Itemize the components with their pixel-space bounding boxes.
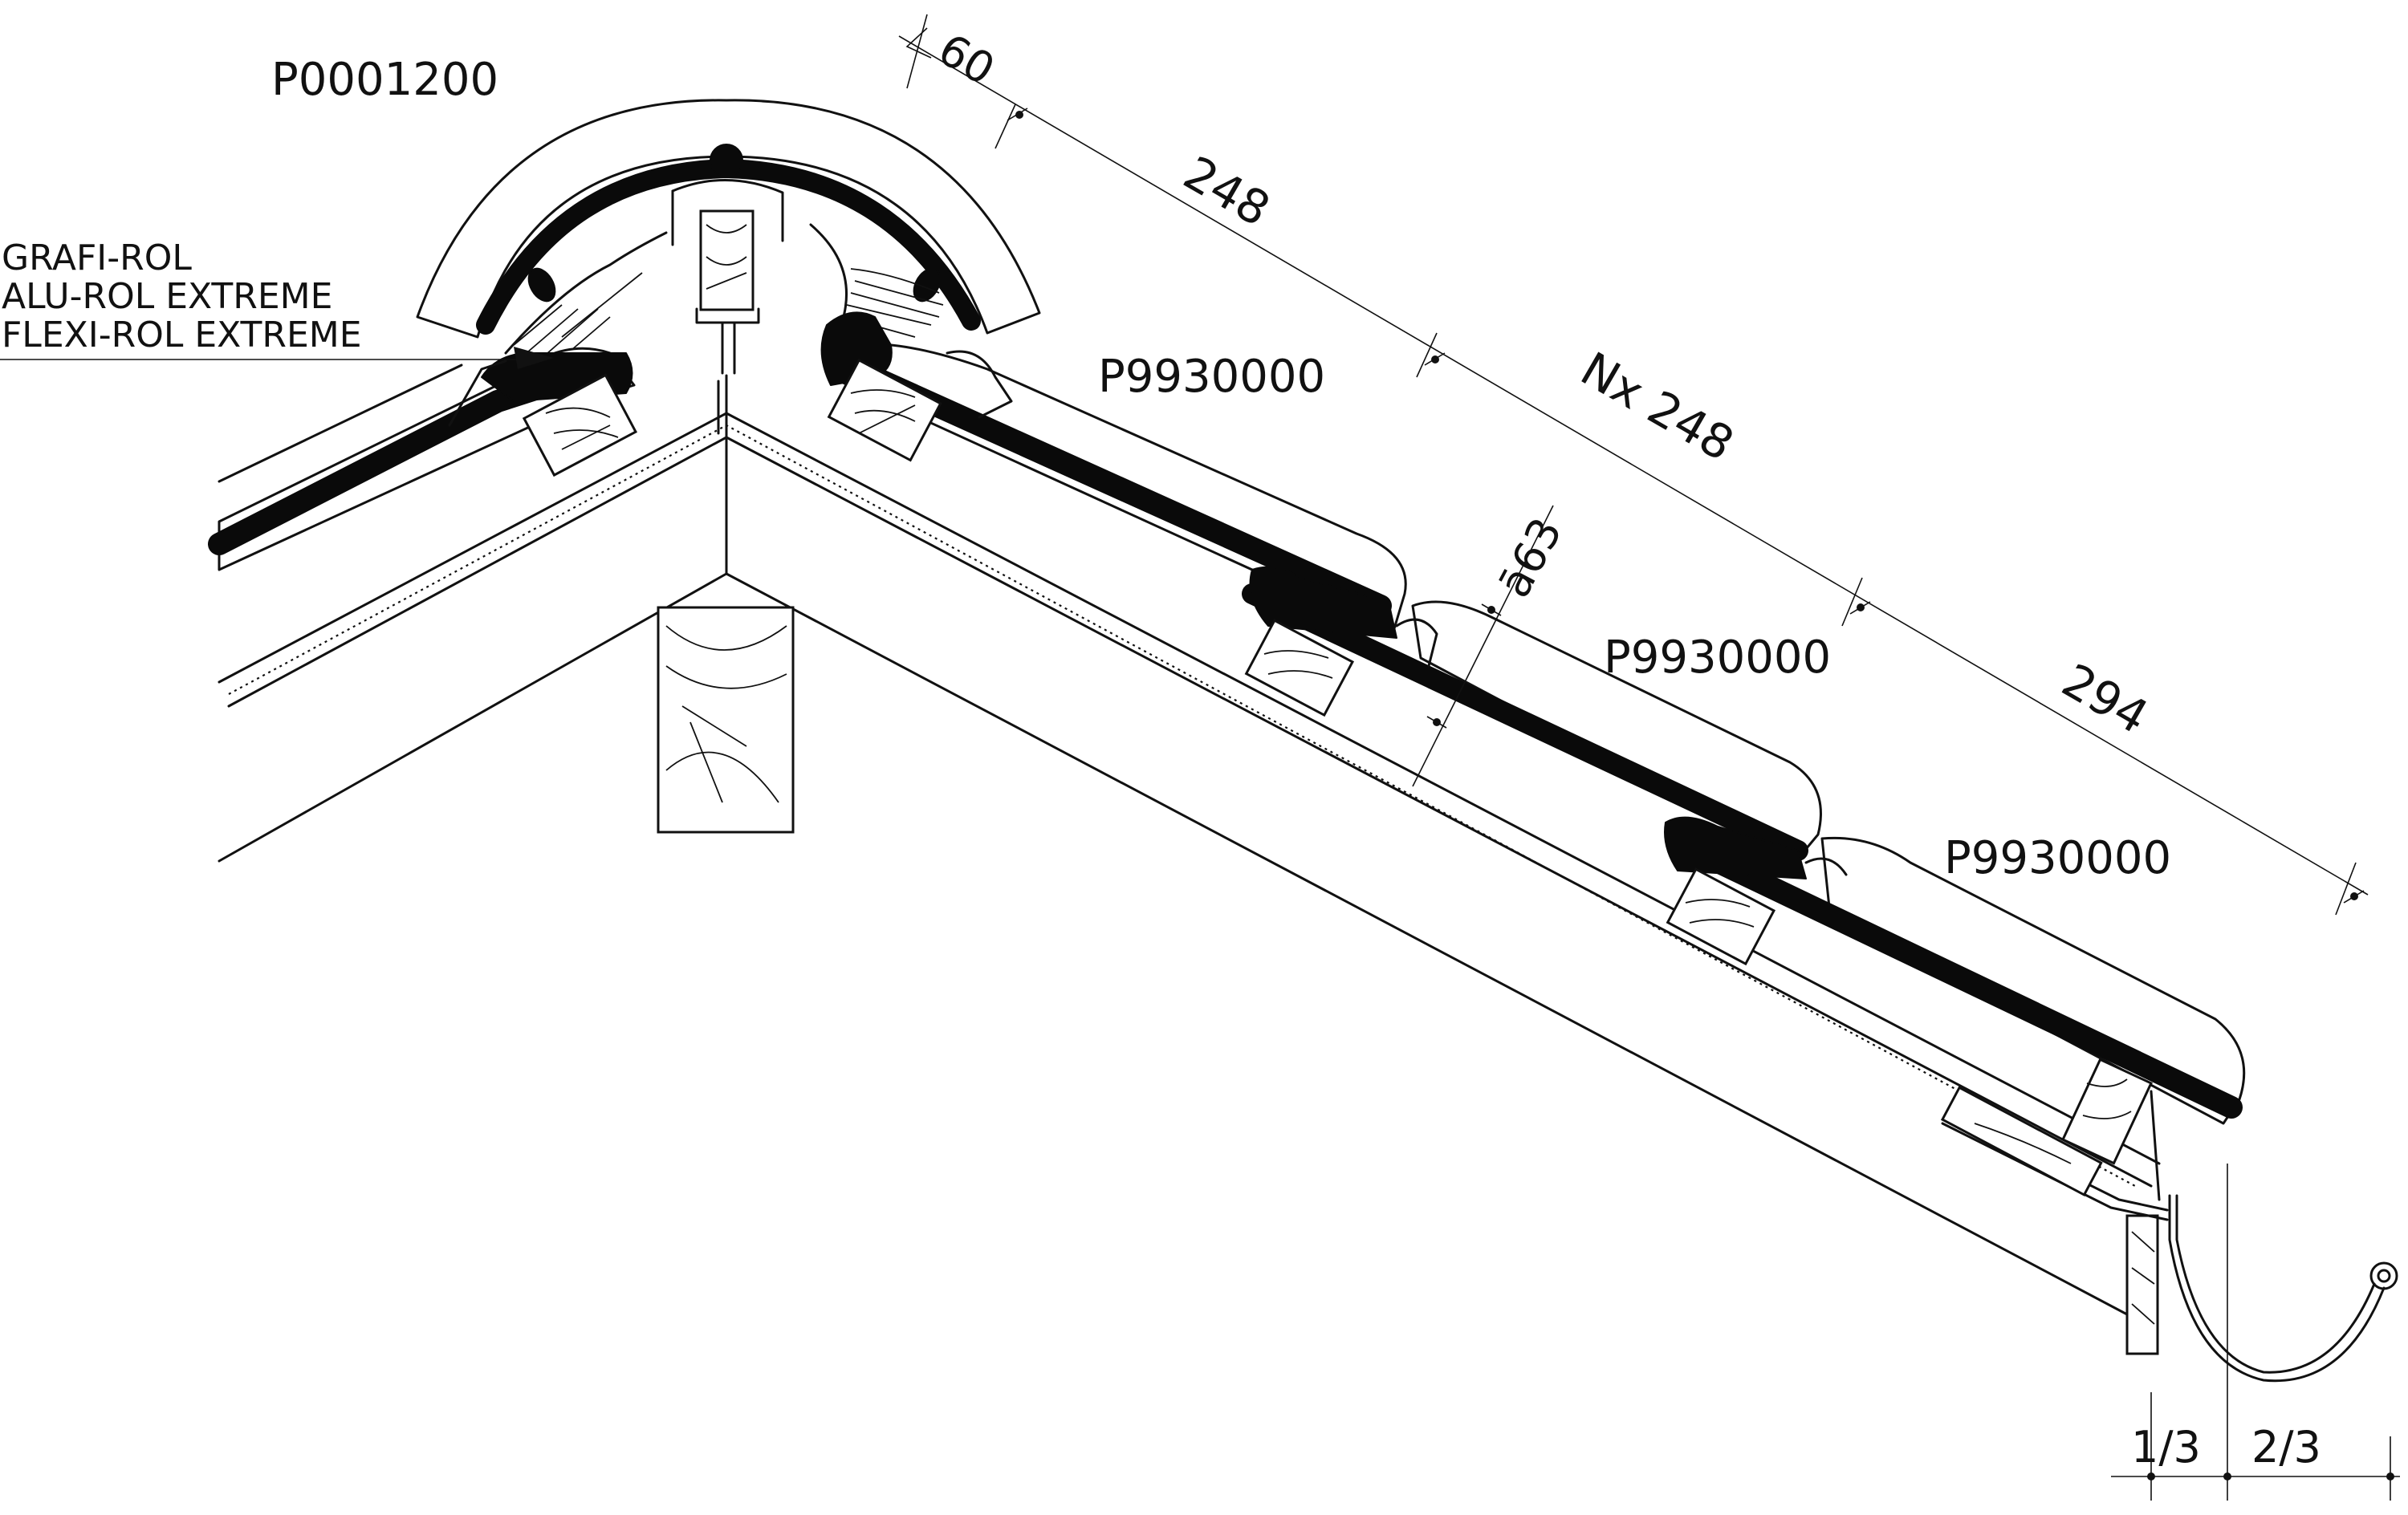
overlap-dimension: ā63 xyxy=(1489,510,1572,605)
ridge-batten xyxy=(671,179,784,375)
tile-code-3: P9930000 xyxy=(1944,832,2171,884)
gutter xyxy=(2168,1194,2398,1383)
ridge-roll-left xyxy=(504,231,668,366)
eaves-batten xyxy=(1940,1086,2103,1197)
roof-structure xyxy=(218,364,2169,1355)
tile-code-1: P9930000 xyxy=(1098,351,1325,403)
batten-spacing-dimension: Nx 248 xyxy=(1572,341,1743,471)
king-post xyxy=(657,606,795,834)
right-roof-tile-1 xyxy=(820,311,1407,636)
underlay-membrane xyxy=(228,424,2136,1187)
right-roof-tile-3 xyxy=(1664,816,2246,1201)
gutter-right-dimension: 2/3 xyxy=(2251,1422,2321,1472)
ridge-tile xyxy=(416,99,1041,339)
material-leader-arrow xyxy=(0,347,554,369)
angle-dimension: 60 xyxy=(930,24,1003,95)
gutter-left-dimension: 1/3 xyxy=(2131,1422,2201,1472)
material-line-1: GRAFI-ROL xyxy=(2,238,192,278)
fascia-board xyxy=(2125,1214,2159,1355)
ridge-tile-code: P0001200 xyxy=(271,54,498,106)
first-batten-dimension: 248 xyxy=(1175,145,1279,237)
material-line-2: ALU-ROL EXTREME xyxy=(2,276,332,317)
eaves-batten-dimension: 294 xyxy=(2053,653,2158,745)
ridge-clip-top xyxy=(710,144,743,177)
right-roof-tile-2 xyxy=(1242,566,1822,861)
material-line-3: FLEXI-ROL EXTREME xyxy=(2,315,362,355)
tile-code-2: P9930000 xyxy=(1604,632,1831,684)
dimension-lines xyxy=(898,14,2400,1501)
